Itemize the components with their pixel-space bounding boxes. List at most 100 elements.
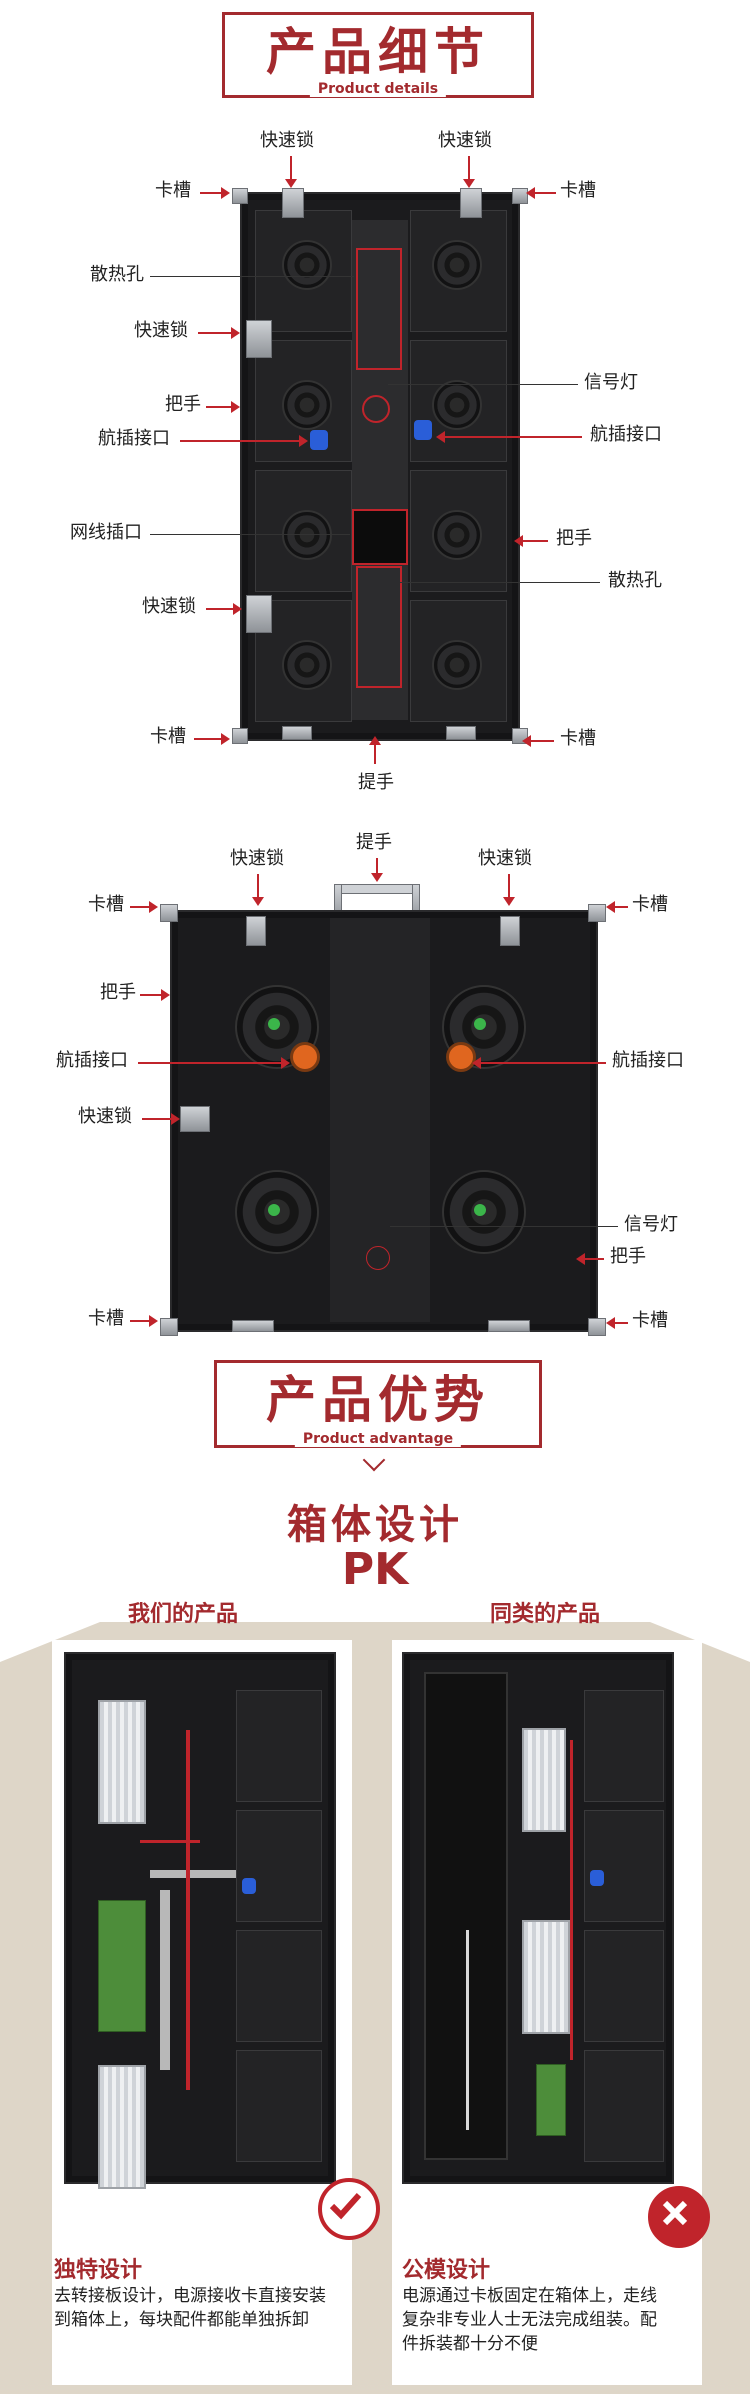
ours-title: 独特设计 <box>54 2258 143 2283</box>
arrow <box>436 431 582 443</box>
power-supply <box>98 1700 146 1824</box>
leader-line <box>150 276 354 277</box>
arrow <box>285 156 297 188</box>
quick-lock <box>246 320 272 358</box>
signal-light-highlight <box>362 395 390 423</box>
fan <box>282 510 332 560</box>
label-aviation-connector: 航插接口 <box>56 1050 128 1071</box>
label-aviation-connector: 航插接口 <box>612 1050 684 1071</box>
arrow <box>138 1057 290 1069</box>
label-slot: 卡槽 <box>150 726 186 747</box>
arrow <box>371 858 383 882</box>
slot-corner <box>588 1318 606 1336</box>
arrow <box>206 603 242 615</box>
label-aviation-connector: 航插接口 <box>98 428 170 449</box>
power-supply <box>98 2065 146 2189</box>
ribbon-cable <box>160 1890 170 2070</box>
quick-lock <box>246 595 272 633</box>
aviation-connector-left <box>290 1042 320 1072</box>
slot-corner <box>588 904 606 922</box>
theirs-description-line-3: 件拆装都十分不便 <box>402 2334 538 2354</box>
ours-description-line-2: 到箱体上，每块配件都能单独拆卸 <box>54 2310 309 2330</box>
cross-icon <box>648 2186 710 2248</box>
label-slot: 卡槽 <box>632 894 668 915</box>
label-quick-lock: 快速锁 <box>230 848 284 869</box>
aviation-connector <box>590 1870 604 1886</box>
arrow <box>180 435 308 447</box>
arrow <box>140 989 170 1001</box>
arrow <box>522 735 554 747</box>
fan <box>432 510 482 560</box>
arrow <box>463 156 475 188</box>
arrow <box>369 736 381 764</box>
fan-module <box>236 1810 322 1922</box>
arrow <box>206 401 240 413</box>
power-wire <box>140 1840 200 1843</box>
power-wire <box>570 1740 573 2060</box>
slot-corner <box>160 1318 178 1336</box>
section-header-product-advantage: 产品优势 Product advantage <box>214 1360 542 1448</box>
arrow <box>526 187 556 199</box>
fan-module <box>584 1930 664 2042</box>
status-led <box>474 1018 486 1030</box>
label-quick-lock: 快速锁 <box>134 320 188 341</box>
bottom-foot <box>232 1320 274 1332</box>
label-handle: 把手 <box>165 394 201 415</box>
theirs-description-line-1: 电源通过卡板固定在箱体上，走线 <box>402 2286 657 2306</box>
fan <box>282 240 332 290</box>
bottom-foot <box>282 726 312 740</box>
aviation-connector-left <box>310 430 328 450</box>
status-led <box>474 1204 486 1216</box>
bottom-foot <box>446 726 476 740</box>
label-quick-lock: 快速锁 <box>260 130 314 151</box>
network-port-highlight <box>352 509 408 565</box>
fan <box>282 380 332 430</box>
fan <box>432 640 482 690</box>
arrow <box>200 187 230 199</box>
fan <box>282 640 332 690</box>
status-led <box>268 1018 280 1030</box>
arrow <box>252 874 264 906</box>
label-network-port: 网线插口 <box>70 522 142 543</box>
arrow <box>503 874 515 906</box>
arrow <box>198 327 240 339</box>
power-wire <box>186 1730 190 2090</box>
label-handle: 把手 <box>610 1246 646 1267</box>
ours-description-line-1: 去转接板设计，电源接收卡直接安装 <box>54 2286 326 2306</box>
compare-heading: 箱体设计 <box>287 1502 463 1548</box>
fan-module <box>236 1690 322 1802</box>
label-handle: 把手 <box>556 528 592 549</box>
label-vent: 散热孔 <box>90 264 144 285</box>
leader-line <box>388 384 578 385</box>
arrow <box>130 901 158 913</box>
section-header-product-details: 产品细节 Product details <box>222 12 534 98</box>
leader-line <box>150 534 350 535</box>
carry-handle-bar <box>334 884 420 894</box>
label-signal-light: 信号灯 <box>584 372 638 393</box>
center-spine <box>352 220 408 720</box>
fan-module <box>584 1690 664 1802</box>
label-slot: 卡槽 <box>560 180 596 201</box>
fan <box>432 240 482 290</box>
receiving-card <box>98 1900 146 2032</box>
section-subtitle: Product advantage <box>294 1431 462 1447</box>
arrow <box>606 901 628 913</box>
quick-lock <box>460 188 482 218</box>
label-slot: 卡槽 <box>632 1310 668 1331</box>
label-quick-lock: 快速锁 <box>478 848 532 869</box>
arrow <box>514 535 548 547</box>
section-title: 产品优势 <box>266 1371 490 1429</box>
leader-line <box>400 582 600 583</box>
theirs-description-line-2: 复杂非专业人士无法完成组装。配 <box>402 2310 657 2330</box>
arrow <box>472 1057 606 1069</box>
ribbon-cable <box>150 1870 240 1878</box>
leader-line <box>390 1226 618 1227</box>
bottom-foot <box>488 1320 530 1332</box>
label-handle: 把手 <box>100 982 136 1003</box>
label-aviation-connector: 航插接口 <box>590 424 662 445</box>
arrow <box>606 1317 628 1329</box>
pk-label: PK <box>341 1544 409 1595</box>
theirs-title: 公模设计 <box>402 2258 491 2283</box>
receiving-card <box>536 2064 566 2136</box>
label-slot: 卡槽 <box>88 894 124 915</box>
